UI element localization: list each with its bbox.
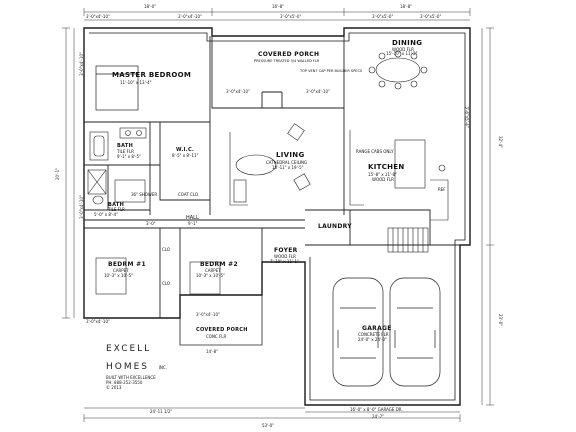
bedroom1-note: CARPET [113, 268, 129, 273]
living-label: LIVING [276, 151, 305, 159]
logo-line2: HOMES [106, 362, 150, 372]
covered-porch-front-note: CONC FLR [206, 334, 227, 339]
shower-label: 36" SHOWER [131, 192, 158, 197]
dim-top-window-4: 3'-0"x5'-0" [372, 14, 394, 19]
garage-label: GARAGE [362, 325, 392, 332]
wic-size: 8'-5" x 8'-11" [172, 153, 199, 158]
wic-label: W.I.C. [176, 147, 195, 153]
bedroom2-label: BEDRM #2 [200, 261, 238, 268]
dim-misc-2: 3'-0"x4'-10" [306, 89, 330, 94]
dim-right-1: 32'-4" [498, 135, 504, 149]
dim-bottom-5: 14'-8" [206, 349, 219, 354]
dining-label: DINING [392, 39, 423, 47]
living-note: CATHEDRAL CEILING [266, 160, 308, 165]
dining-size: 15'-10" x 11'-2" [386, 51, 418, 56]
dim-bottom-6: 3'-0"x4'-10" [196, 312, 220, 317]
dim-top-window-3: 3'-0"x5'-0" [280, 14, 302, 19]
kitchen-cabinets [349, 130, 449, 221]
dining-table [368, 50, 428, 90]
laundry-label: LAUNDRY [318, 223, 352, 230]
stairs [387, 227, 429, 253]
foyer-note: WOOD FLR [274, 254, 296, 259]
bath2-note: TILE FLR [108, 207, 125, 212]
covered-porch-top-label: COVERED PORCH [258, 51, 320, 58]
bath1-note: TILE FLR [117, 149, 134, 154]
dim-bottom-4: 3'-0"x4'-10" [86, 319, 110, 324]
hall-label: HALL [186, 215, 199, 221]
front-porch [179, 295, 263, 346]
dim-top-3: 18'-8" [400, 4, 413, 9]
living-furniture [229, 123, 311, 206]
master-bedroom-size: 11'-10" x 13'-4" [120, 80, 152, 85]
bedroom1-label: BEDRM #1 [108, 261, 146, 268]
dim-misc-1: 3'-0"x4'-10" [226, 89, 250, 94]
dim-right-3: 23'-0" [498, 313, 504, 327]
dim-bottom-2: 24'-7" [372, 414, 385, 419]
bedroom2-size: 10'-3" x 10'-5" [196, 273, 225, 278]
dim-right-2: 3'-6"x5'-4" [464, 106, 470, 128]
kitchen-size: 15'-8" x 11'-8" [368, 172, 397, 177]
covered-porch-top-note2: TOP VENT CAP PER BUILDER SPECS [300, 69, 363, 73]
living-size: 18'-11" x 19'-5" [272, 165, 304, 170]
master-bedroom-label: MASTER BEDROOM [112, 71, 192, 79]
dim-misc-3: 9'-1" [188, 221, 198, 226]
dim-top-2: 16'-8" [272, 4, 285, 9]
dim-left-2: 3'-0"x4'-10" [78, 52, 84, 76]
dim-misc-4: 3'-0" [146, 221, 156, 226]
ref-label: REF [438, 187, 446, 192]
dim-top-window-1: 3'-0"x4'-10" [86, 14, 110, 19]
garage-cars [332, 277, 441, 387]
master-bed [95, 65, 139, 111]
garage-note: CONCRETE FLR [358, 332, 389, 337]
logo-line1: EXCELL [106, 344, 152, 354]
interior-walls [84, 36, 470, 318]
builder-logo: EXCELL HOMES INC. BUILT WITH EXCELLENCE … [106, 344, 176, 390]
bath-fixtures [87, 127, 147, 205]
exterior-walls [83, 27, 471, 406]
dim-top-1: 18'-0" [144, 4, 157, 9]
bath2-size: 5'-0" x 8'-4" [94, 212, 118, 217]
range-label: RANGE CABS ONLY [356, 149, 394, 154]
closet1-label: CLO [162, 247, 171, 252]
garage-size: 24'-0" x 24'-0" [358, 337, 387, 342]
dim-left-3: 3'-0"x4'-10" [78, 195, 84, 219]
bedroom1-size: 10'-3" x 10'-5" [104, 273, 133, 278]
coat-closet-label: COAT CLO. [178, 192, 200, 197]
dining-note: WOOD FLR [392, 47, 414, 52]
bath2-label: BATH [108, 202, 125, 208]
closet2-label: CLO [162, 281, 171, 286]
logo-copyright: © 2013 [106, 385, 122, 390]
dimension-lines [62, 8, 494, 422]
bedroom2-note: CARPET [205, 268, 221, 273]
dim-bottom-1: 24'-11 1/2" [150, 409, 173, 414]
dim-bottom-3: 53'-0" [262, 423, 275, 428]
logo-phone: PH: 888-252-3550 [106, 380, 143, 385]
bath1-size: 9'-1" x 8'-5" [117, 154, 141, 159]
logo-tagline: BUILT WITH EXCELLENCE [106, 375, 156, 380]
logo-suffix: INC. [158, 365, 167, 370]
dim-left-1: 20'-1" [55, 167, 61, 181]
kitchen-label: KITCHEN [368, 163, 405, 171]
dim-top-window-5: 3'-0"x5'-0" [420, 14, 442, 19]
covered-porch-front-label: COVERED PORCH [196, 327, 248, 333]
foyer-size: 7'-10" x 11'-1" [270, 259, 299, 264]
covered-porch-top-note: PRESSURE TREATED 3/4 WALLED FLR [254, 59, 320, 63]
dim-top-window-2: 3'-0"x4'-10" [178, 14, 202, 19]
foyer-label: FOYER [274, 247, 298, 254]
bedroom-beds [95, 257, 221, 295]
bath1-label: BATH [117, 143, 134, 149]
kitchen-note: WOOD FLR [372, 177, 394, 182]
garage-door-label: 16'-0" x 8'-0" GARAGE DR. [350, 407, 403, 412]
